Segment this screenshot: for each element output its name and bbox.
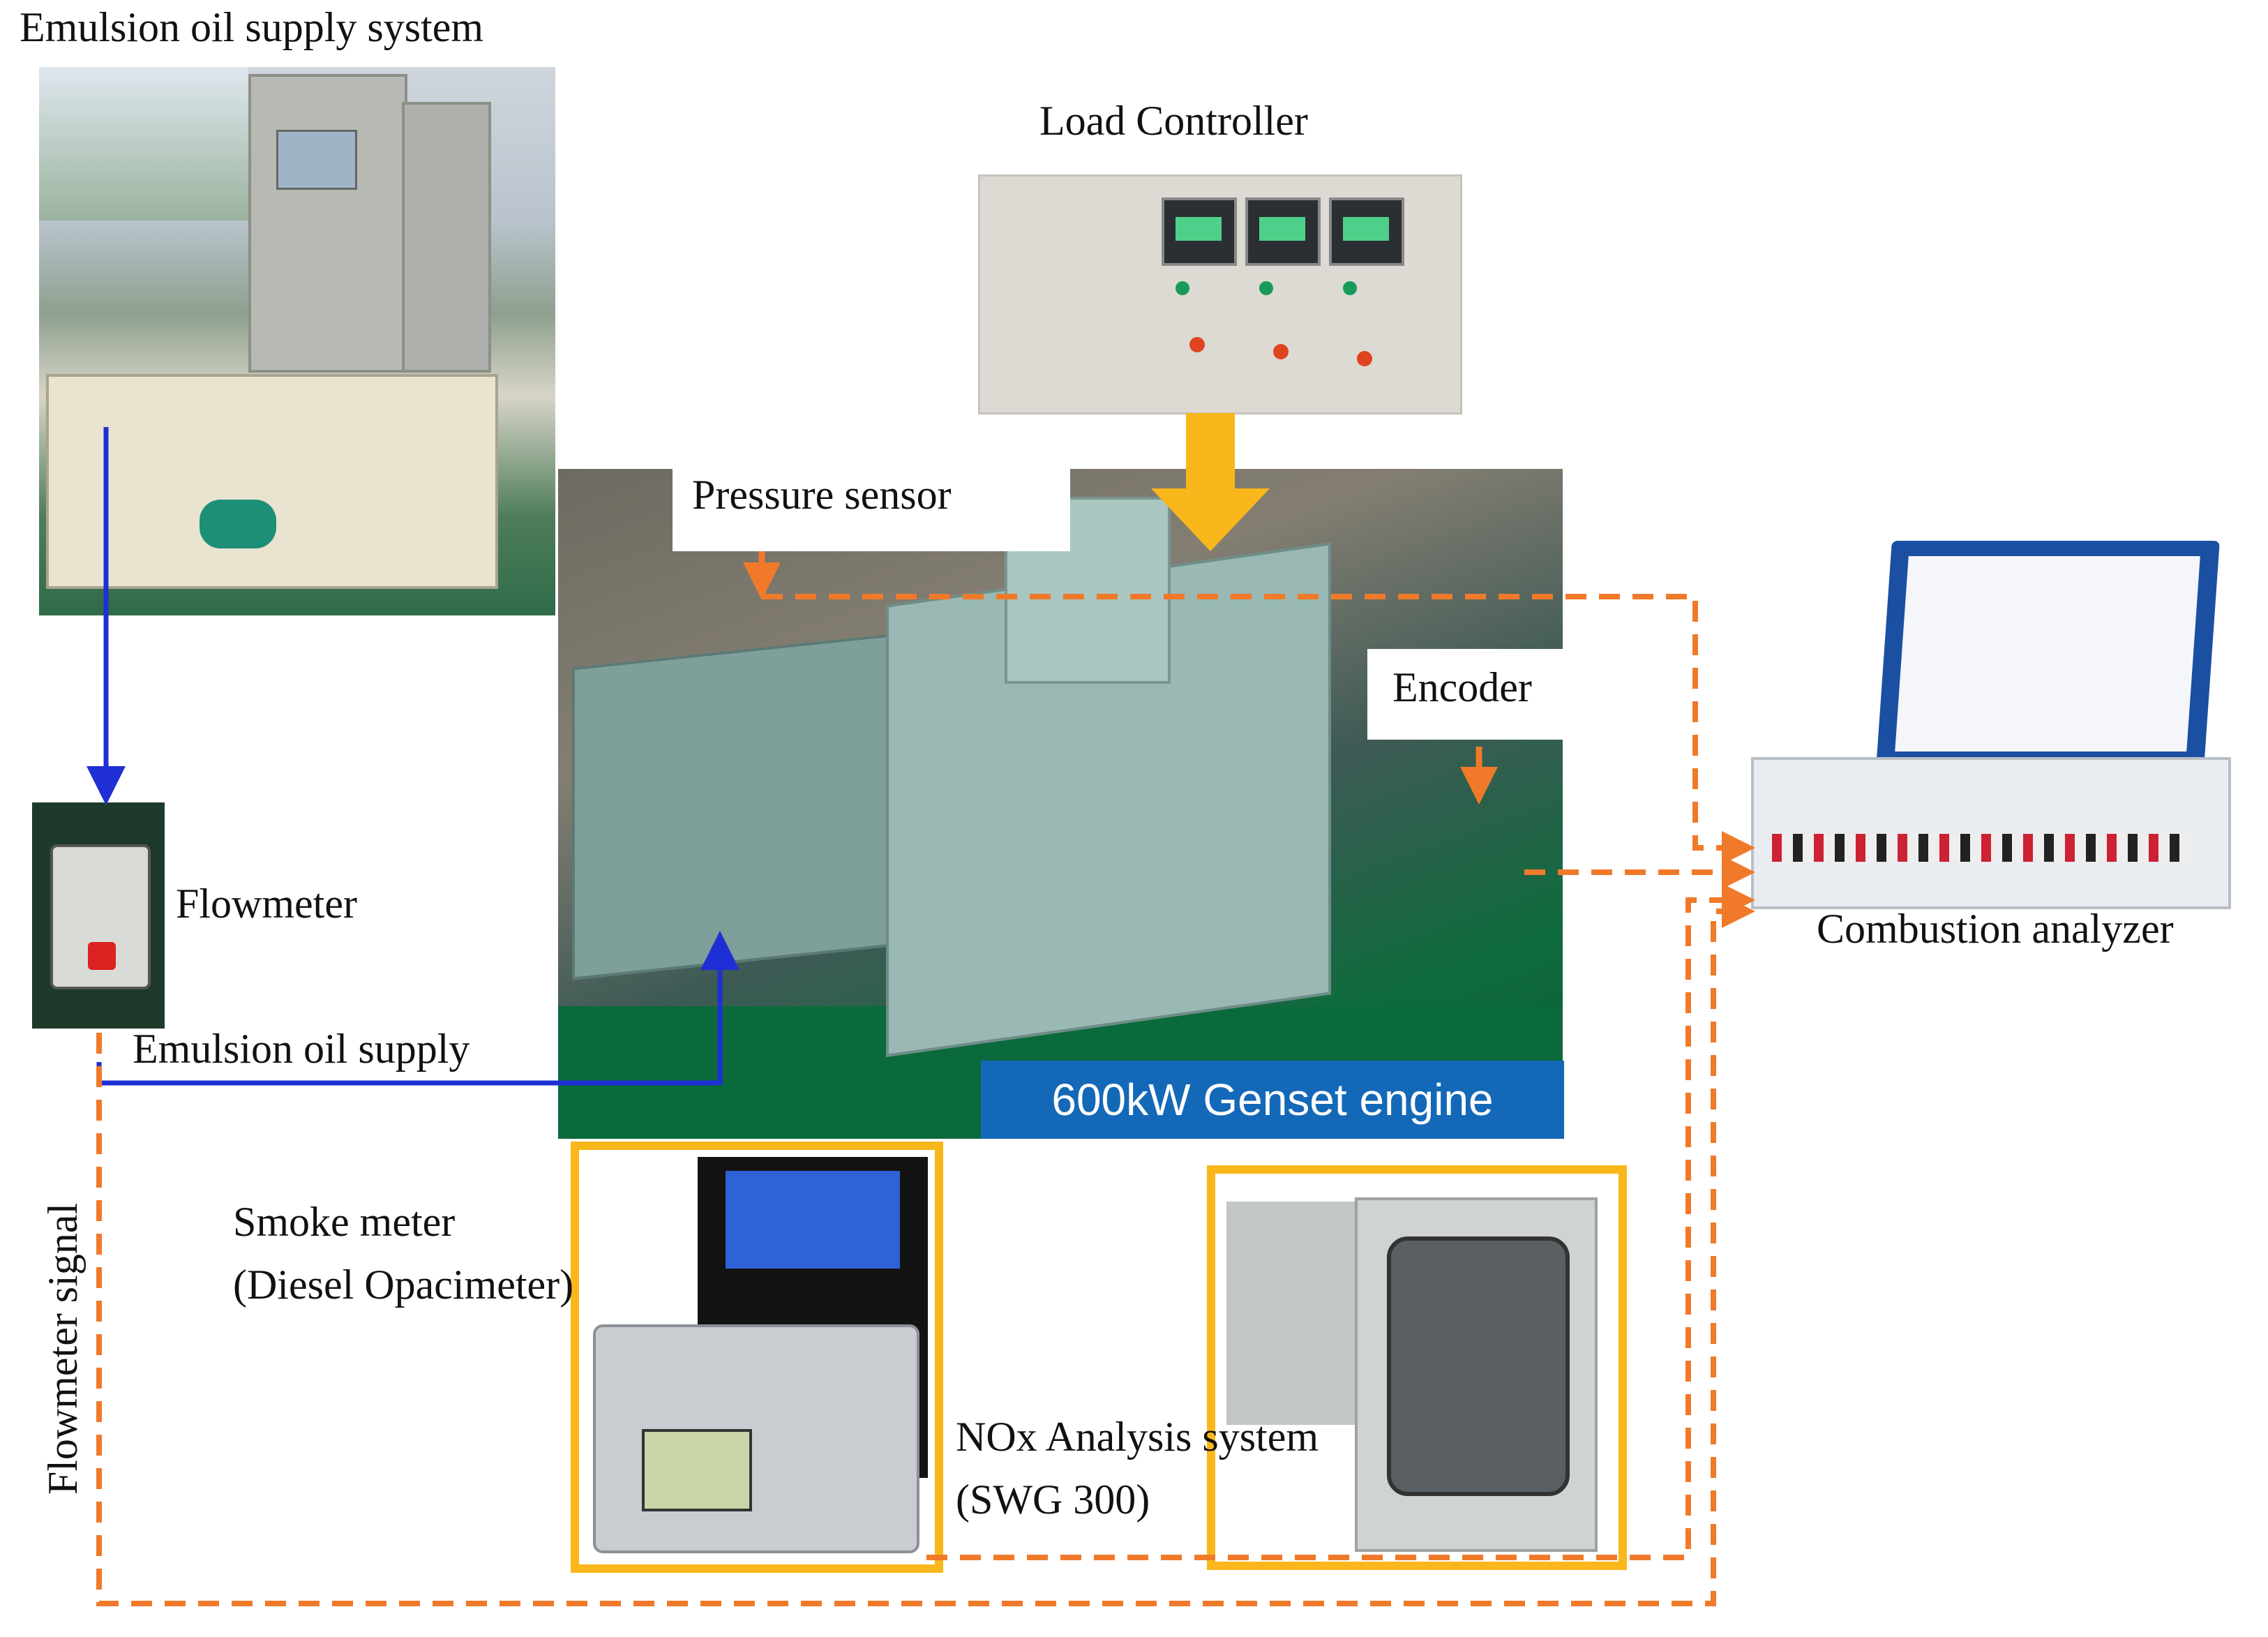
combustion-analyzer-photo [1744,541,2232,932]
encoder-label-box [1367,649,1564,740]
smoke-meter-label: Smoke meter [233,1199,456,1245]
load-arrow [1151,413,1270,551]
pressure-sensor-label-box [673,469,1070,551]
flowmeter-photo [32,802,165,1029]
emulsion-system-label: Emulsion oil supply system [20,4,484,50]
nox-signal-line [926,883,1755,1560]
flowmeter-signal-label: Flowmeter signal [40,1202,86,1495]
flowmeter-label: Flowmeter [176,881,357,927]
emulsion-oil-supply-photo [39,67,555,615]
combustion-analyzer-label: Combustion analyzer [1817,906,2174,952]
smoke-meter-frame [571,1142,943,1573]
nox-analysis-label: NOx Analysis system [956,1414,1319,1460]
genset-engine-label: 600kW Genset engine [981,1061,1564,1139]
emulsion-supply-label: Emulsion oil supply [133,1026,470,1072]
pressure-sensor-label: Pressure sensor [692,472,952,518]
load-controller-photo [978,174,1462,414]
pressure-signal-line [762,594,1755,865]
load-controller-label: Load Controller [1039,98,1308,144]
smoke-meter-sub-label: (Diesel Opacimeter) [233,1262,574,1308]
encoder-label: Encoder [1392,664,1532,710]
nox-analysis-frame [1207,1165,1627,1570]
flowmeter-signal-line [96,895,1755,1606]
nox-analysis-sub-label: (SWG 300) [956,1477,1150,1523]
